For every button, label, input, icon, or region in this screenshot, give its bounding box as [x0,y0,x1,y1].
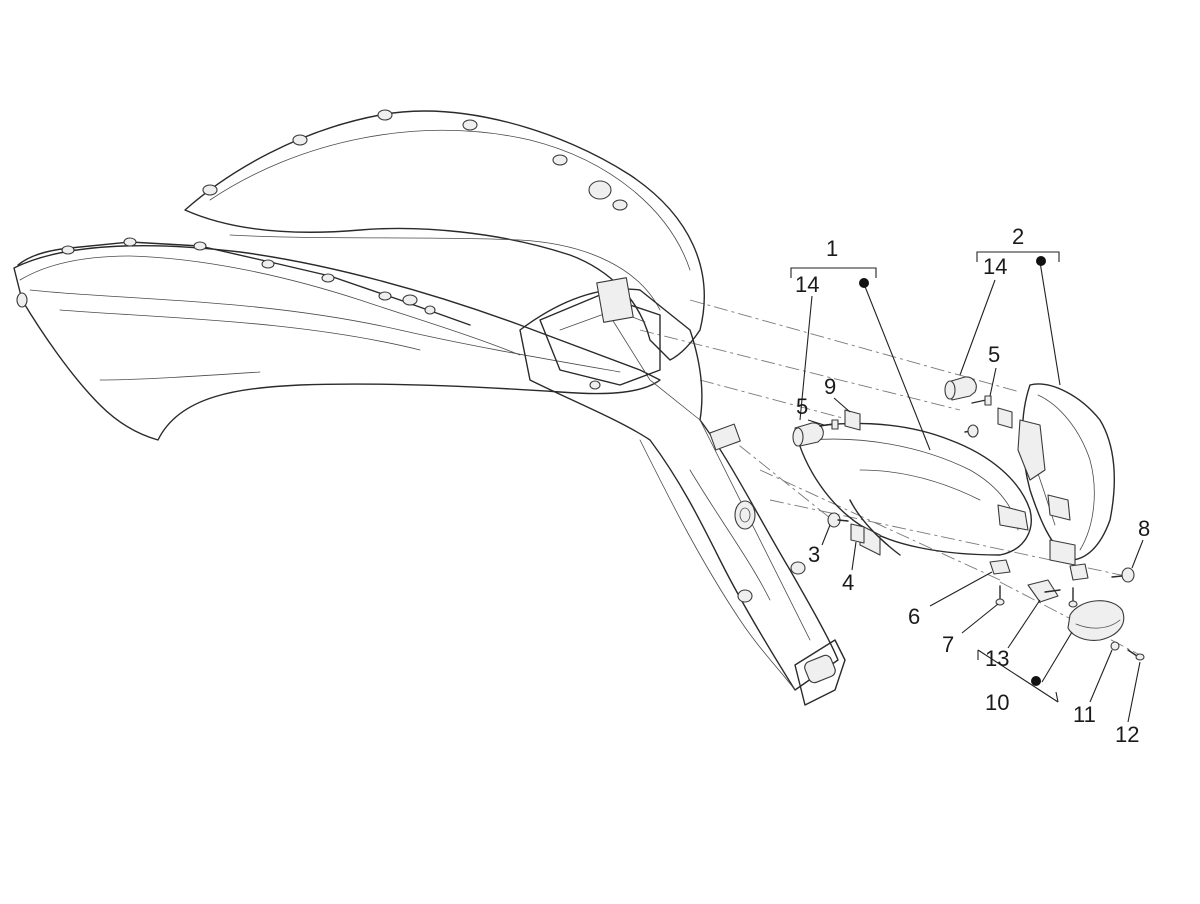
callout-5b: 5 [988,342,1000,367]
callout-numbers: 1 14 2 14 5 9 5 3 4 6 7 8 13 10 11 12 [795,224,1150,747]
callout-13: 13 [985,646,1009,671]
rear-body-cover [13,109,846,706]
mounting-bosses-right [202,109,628,315]
callout-8: 8 [1138,516,1150,541]
callout-2: 2 [1012,224,1024,249]
screw-12 [1127,649,1145,661]
callout-5a: 5 [796,394,808,419]
clip-6 [989,559,1089,581]
turn-signal-assembly-left [794,422,1032,556]
bulb-left [792,422,824,447]
screw-5-left [819,419,839,430]
kit-dot-1 [859,278,869,288]
mounting-bosses-left [16,237,392,308]
turn-signal-assembly-right [1017,383,1116,566]
leader-lines [790,251,1144,723]
callout-6: 6 [908,604,920,629]
bulb-right [944,376,977,401]
callout-1: 1 [826,236,838,261]
kit-markers [859,256,1046,686]
callout-14a: 14 [795,272,819,297]
callout-12: 12 [1115,722,1139,747]
screw-5-right [964,395,992,438]
screw-7 [995,585,1078,608]
assembly-axis-lines [639,299,1141,656]
clip-nut-4 [850,523,865,544]
callout-14b: 14 [983,254,1007,279]
bulb-holder-13 [1027,579,1061,603]
kit-dot-10 [1031,676,1041,686]
screw-3 [827,512,849,528]
callout-3: 3 [808,542,820,567]
callout-7: 7 [942,632,954,657]
callout-10: 10 [985,690,1009,715]
screw-8 [1111,567,1135,583]
small-parts [792,376,1145,661]
clip-nut-9 [844,407,1013,431]
lens-10 [1067,600,1125,641]
washer-11 [1110,641,1120,651]
callout-11: 11 [1073,702,1096,727]
callout-4: 4 [842,570,854,595]
callout-9: 9 [824,374,836,399]
kit-dot-2 [1036,256,1046,266]
